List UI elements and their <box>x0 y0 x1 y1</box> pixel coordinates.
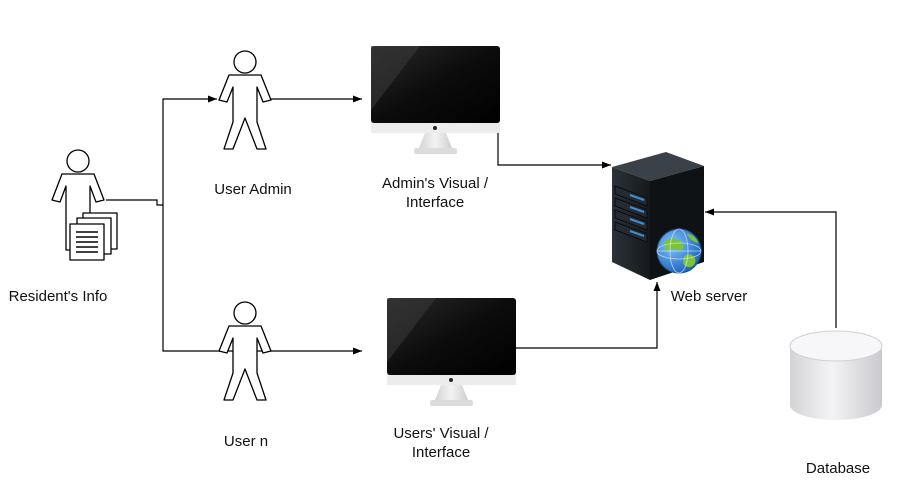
user-n-label: User n <box>223 433 269 450</box>
edge-resident-to-user-n <box>162 205 362 355</box>
database-label: Database <box>805 460 871 477</box>
resident-label: Resident's Info <box>8 288 108 305</box>
admin-interface-label-line2: Interface <box>405 194 465 211</box>
user-admin-icon <box>218 50 272 150</box>
users-monitor-icon <box>387 298 516 406</box>
users-interface-label: Users' Visual / Interface <box>366 424 516 462</box>
users-interface-label-line1: Users' Visual / <box>393 425 489 442</box>
users-interface-label-line2: Interface <box>411 444 471 461</box>
admin-monitor-icon <box>371 46 500 154</box>
admin-interface-label: Admin's Visual / Interface <box>360 174 510 212</box>
edge-database-to-web-server <box>705 208 837 328</box>
admin-interface-label-line1: Admin's Visual / <box>382 175 488 192</box>
web-server-label: Web server <box>670 288 748 305</box>
user-n-icon <box>218 301 272 401</box>
user-admin-label: User Admin <box>214 181 292 198</box>
edge-users-interface-to-web-server <box>516 282 661 349</box>
edge-admin-interface-to-web-server <box>497 132 611 169</box>
resident-icon <box>51 149 118 261</box>
web-server-icon <box>612 152 704 280</box>
edge-resident-to-user-admin <box>106 95 217 206</box>
database-icon <box>789 330 883 420</box>
connectors <box>106 95 837 355</box>
